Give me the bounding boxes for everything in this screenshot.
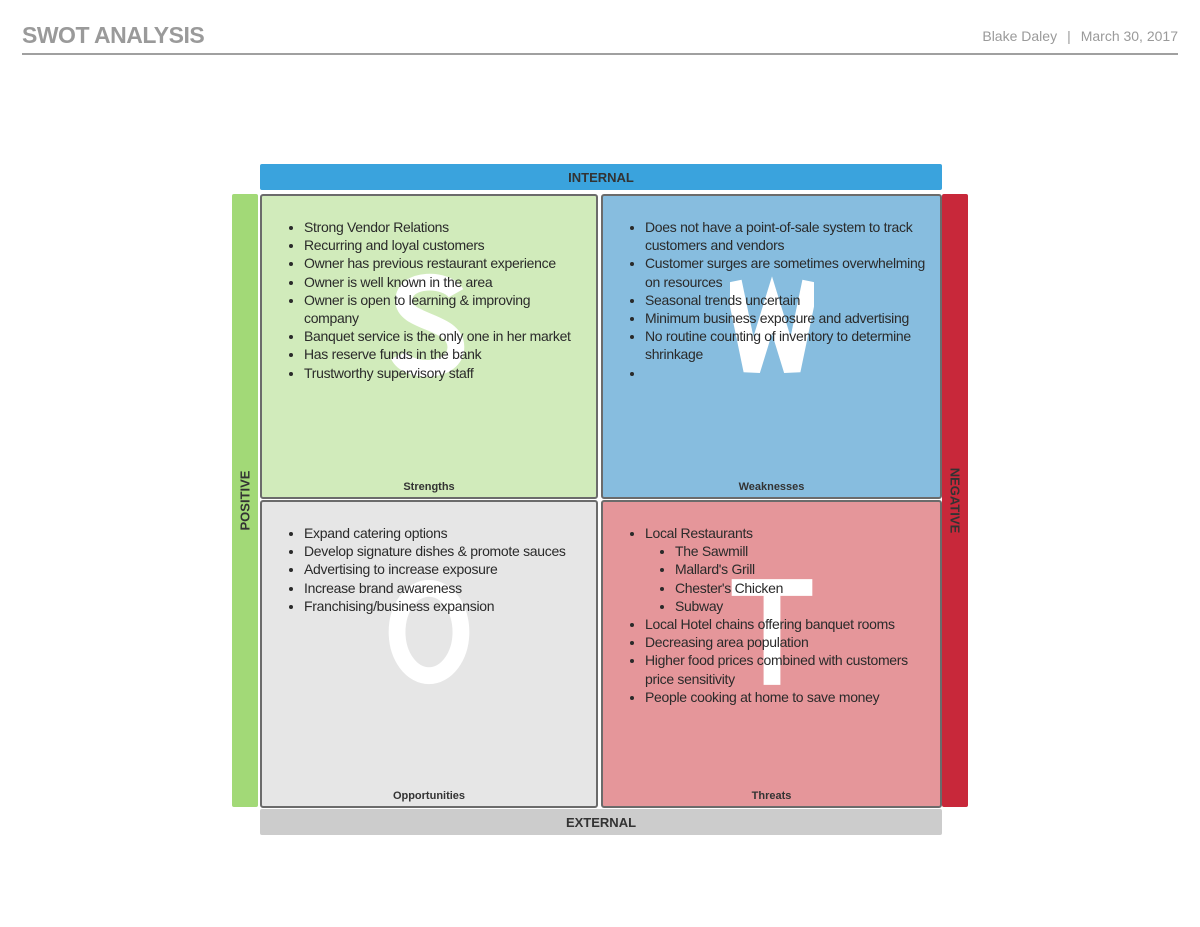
list-item-text: Recurring and loyal customers <box>304 237 485 254</box>
list-item: Local Hotel chains offering banquet room… <box>645 615 932 633</box>
list-item-text: Owner is well known in the area <box>304 273 493 290</box>
list-item-text: Franchising/business expansion <box>304 597 495 614</box>
negative-bar: NEGATIVE <box>942 194 968 807</box>
list-item-text: Minimum business exposure and advertisin… <box>645 310 909 327</box>
positive-bar: POSITIVE <box>232 194 258 807</box>
list-item-text: Has reserve funds in the bank <box>304 346 482 363</box>
list-item-text: Higher food prices combined with custome… <box>645 652 908 687</box>
threats-label: Threats <box>751 790 792 802</box>
page-title: SWOT ANALYSIS <box>22 22 205 48</box>
list-item: Owner is well known in the area <box>304 273 588 291</box>
header-divider <box>22 53 1178 55</box>
header-meta: Blake Daley | March 30, 2017 <box>982 28 1178 44</box>
strengths-quadrant: Strong Vendor RelationsRecurring and loy… <box>260 194 598 499</box>
list-item: Minimum business exposure and advertisin… <box>645 309 932 327</box>
weaknesses-list: Does not have a point-of-sale system to … <box>627 218 932 382</box>
strengths-letter-watermark <box>391 273 465 377</box>
list-item-text: Expand catering options <box>304 525 448 541</box>
sub-list: The SawmillMallard's GrillChester's Chic… <box>645 542 932 615</box>
internal-bar: INTERNAL <box>260 164 942 190</box>
sub-list-item: Subway <box>675 597 932 615</box>
weaknesses-letter-watermark <box>729 276 814 373</box>
list-item-text: Seasonal trends uncertain <box>645 291 801 308</box>
list-item-text: Decreasing area population <box>645 634 809 651</box>
date: March 30, 2017 <box>1080 28 1178 44</box>
list-item-text: Trustworthy supervisory staff <box>304 364 474 381</box>
list-item-text: Owner has previous restaurant experience <box>304 255 556 272</box>
list-item: Owner has previous restaurant experience <box>304 254 588 272</box>
list-item-text: Customer surges are sometimes overwhelmi… <box>645 255 925 290</box>
external-bar: EXTERNAL <box>260 809 942 835</box>
list-item-text: People cooking at home to save money <box>645 688 880 705</box>
external-label: EXTERNAL <box>565 814 637 830</box>
list-item: Expand catering options <box>304 524 588 542</box>
list-item: Has reserve funds in the bank <box>304 345 588 363</box>
list-item: Higher food prices combined with custome… <box>645 651 932 687</box>
negative-label: NEGATIVE <box>947 467 963 534</box>
list-item-text: Strong Vendor Relations <box>304 219 449 235</box>
threats-list: Local RestaurantsThe SawmillMallard's Gr… <box>627 524 932 706</box>
list-item: Does not have a point-of-sale system to … <box>645 218 932 254</box>
list-item: Trustworthy supervisory staff <box>304 364 588 382</box>
list-item-text: Banquet service is the only one in her m… <box>304 328 571 345</box>
list-item-text: Local Hotel chains offering banquet room… <box>645 616 895 633</box>
list-item: Franchising/business expansion <box>304 597 588 615</box>
list-item: Local RestaurantsThe SawmillMallard's Gr… <box>645 524 932 615</box>
positive-label: POSITIVE <box>237 470 253 531</box>
threats-quadrant: Local RestaurantsThe SawmillMallard's Gr… <box>601 500 942 808</box>
strengths-label: Strengths <box>403 481 455 493</box>
list-item: People cooking at home to save money <box>645 688 932 706</box>
opportunities-list: Expand catering optionsDevelop signature… <box>286 524 588 615</box>
author: Blake Daley <box>982 28 1058 44</box>
strengths-list: Strong Vendor RelationsRecurring and loy… <box>286 218 588 382</box>
list-item: Recurring and loyal customers <box>304 236 588 254</box>
opportunities-label: Opportunities <box>392 790 466 802</box>
sub-list-item: The Sawmill <box>675 542 932 560</box>
list-item-text: Develop signature dishes & promote sauce… <box>304 543 566 560</box>
list-item: Develop signature dishes & promote sauce… <box>304 542 588 560</box>
list-item-text: Does not have a point-of-sale system to … <box>645 219 913 254</box>
sub-list-item: Chester's Chicken <box>675 579 932 597</box>
threats-letter-watermark <box>731 579 812 685</box>
list-item: No routine counting of inventory to dete… <box>645 327 932 363</box>
list-item: Banquet service is the only one in her m… <box>304 327 588 345</box>
list-item: Decreasing area population <box>645 633 932 651</box>
list-item-text: Increase brand awareness <box>304 579 462 596</box>
weaknesses-quadrant: Does not have a point-of-sale system to … <box>601 194 942 499</box>
sub-list-item: Mallard's Grill <box>675 560 932 578</box>
list-item <box>645 364 932 382</box>
list-item: Seasonal trends uncertain <box>645 291 932 309</box>
list-item: Strong Vendor Relations <box>304 218 588 236</box>
list-item-text: No routine counting of inventory to dete… <box>645 328 911 363</box>
list-item: Customer surges are sometimes overwhelmi… <box>645 254 932 290</box>
list-item-text: Owner is open to learning & improving co… <box>304 291 531 327</box>
internal-label: INTERNAL <box>568 169 634 185</box>
separator: | <box>1067 28 1071 44</box>
list-item-text: Local Restaurants <box>645 525 753 541</box>
list-item-text: Advertising to increase exposure <box>304 561 498 578</box>
opportunities-letter-watermark <box>388 579 470 685</box>
opportunities-quadrant: Expand catering optionsDevelop signature… <box>260 500 598 808</box>
list-item: Increase brand awareness <box>304 579 588 597</box>
list-item: Owner is open to learning & improving co… <box>304 291 588 327</box>
weaknesses-label: Weaknesses <box>738 481 805 493</box>
list-item: Advertising to increase exposure <box>304 560 588 578</box>
